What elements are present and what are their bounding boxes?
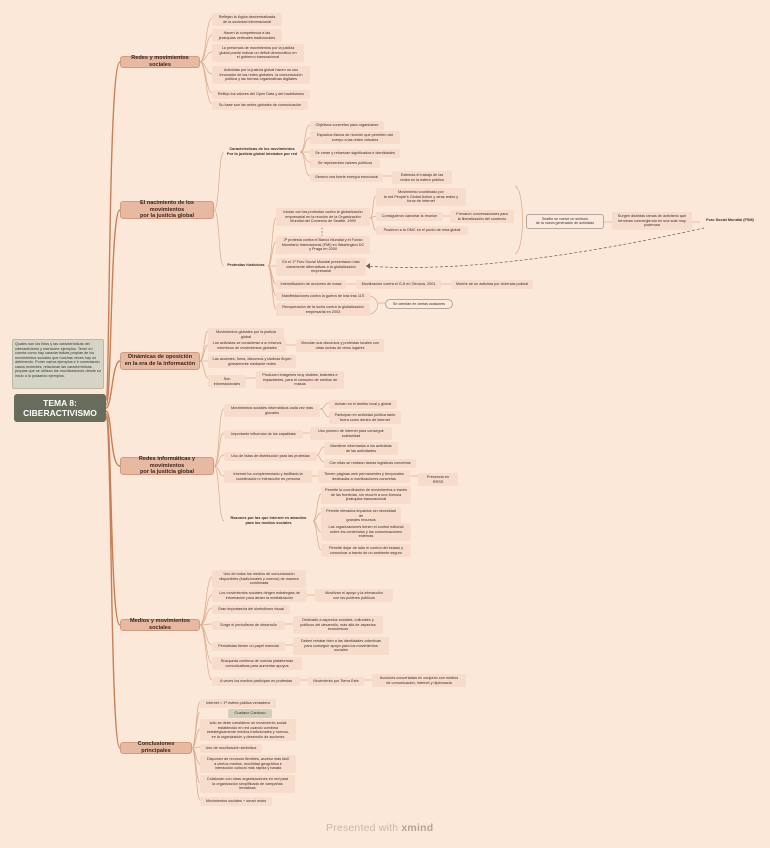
topic-redes-2[interactable]: Hacen la competencia a las jerarquías ve…: [212, 29, 282, 43]
topic-redes-5[interactable]: Reflejo los valores del Open Data y del …: [212, 90, 310, 99]
topic-din-vinculan[interactable]: Vinculan sus discursos y protestas local…: [296, 339, 384, 353]
topic-crisis-note[interactable]: Se orientan en ciertas ocasiones: [385, 299, 453, 310]
branch-dinamicas[interactable]: Dinámicas de oposición en la era de la i…: [120, 352, 200, 370]
topic-con-5[interactable]: Disponen de recursos flexibles, acceso m…: [200, 755, 296, 773]
topic-med-7[interactable]: A veces los medios participan en protest…: [212, 677, 300, 686]
topic-inf-glocal-1[interactable]: Actúan en el ámbito local y global: [329, 400, 397, 409]
topic-con-4[interactable]: Uso de movilización simbólica: [200, 744, 262, 753]
topic-med-3[interactable]: Gran importancia del simbolismo visual: [212, 605, 290, 614]
topic-redes-6[interactable]: Su base son las redes globales de comuni…: [212, 101, 308, 110]
topic-seattle-result[interactable]: Seattle se vuelve un símbolo de la nueva…: [526, 214, 604, 229]
topic-con-7[interactable]: Movimientos sociales + smart mobs: [200, 797, 272, 806]
topic-car-2[interactable]: Espacios físicos de reunión que permiten…: [310, 131, 400, 145]
topic-redes-4[interactable]: Activistas por la justicia global hacen …: [212, 66, 310, 84]
topic-inf-glocales[interactable]: Movimientos sociales informáticos cada v…: [224, 404, 320, 418]
topic-forum[interactable]: Foro Social Mundial (FSM): [706, 218, 754, 222]
topic-con-6[interactable]: Colaboran con otras organizaciones en re…: [200, 775, 295, 793]
topic-frenaron[interactable]: Frenaron conversaciones para la liberali…: [450, 210, 514, 224]
topic-din-4[interactable]: Son informacionales: [208, 375, 246, 389]
topic-inf-webs[interactable]: Tienen páginas web permanentes y tempora…: [318, 470, 410, 484]
watermark-brand: xmind: [401, 822, 434, 834]
topic-din-2[interactable]: Los activistas se consideran a sí mismos…: [208, 339, 286, 353]
topic-inf-listas-1[interactable]: Mantiene informados a los activistas de …: [324, 442, 398, 456]
topic-irak[interactable]: Manifestaciones contra la guerra de Irak…: [276, 292, 370, 301]
topic-genova[interactable]: Movilización contra el G-8 en Génova, 20…: [356, 280, 441, 289]
topic-din-producen[interactable]: Producen imágenes muy visibles, teatrale…: [256, 371, 344, 389]
topic-redes-1[interactable]: Reflejan la lógica descentralizada de la…: [212, 13, 282, 27]
topic-med-2[interactable]: Los movimientos sociales dirigen estrate…: [212, 589, 307, 603]
topic-inf-zapatistas-sub[interactable]: Uso pionero de internet para conseguir s…: [310, 427, 392, 441]
topic-med-6[interactable]: Búsqueda continua de nuevas plataformas …: [212, 657, 302, 671]
topic-din-1[interactable]: Movimientos globales por la justicia glo…: [208, 328, 284, 342]
topic-din-3[interactable]: Las acciones, foros, discursos y táctica…: [208, 355, 296, 369]
topic-con-1[interactable]: Internet = 1ª esfera pública verdadera: [200, 699, 276, 708]
topic-med-movilizan[interactable]: Movilizan el apoyo y la interacción con …: [315, 589, 393, 603]
topic-protestas[interactable]: Protestas históricas: [227, 262, 265, 267]
topic-med-dedicado[interactable]: Dedicado a aspectos sociales, culturales…: [293, 616, 383, 634]
topic-seattle-coord[interactable]: Movimiento coordinado por la red People'…: [376, 188, 466, 206]
topic-inf-razones[interactable]: Razones por las que internet es atractiv…: [230, 515, 307, 525]
topic-caracteristicas[interactable]: Características de los movimientos Por l…: [226, 146, 298, 156]
topic-car-4[interactable]: Se representan valores políticos: [310, 159, 380, 168]
root-topic[interactable]: TEMA 8: CIBERACTIVISMO: [14, 394, 106, 422]
branch-redes-movimientos[interactable]: Redes y movimientos sociales: [120, 55, 200, 68]
topic-med-5[interactable]: Periodistas tienen un papel esencial: [212, 642, 285, 651]
topic-med-acciones[interactable]: Acciones concertadas en conjunto con med…: [372, 674, 466, 688]
topic-banco[interactable]: 2ª protesta contra el Banco Mundial y el…: [276, 236, 370, 254]
watermark-presented: Presented with: [326, 822, 399, 834]
topic-inf-glocal-2[interactable]: Participan en actividad política tanto f…: [329, 411, 401, 425]
topic-inf-razon-3[interactable]: Las organizaciones tienen el control edi…: [321, 523, 411, 541]
topic-car-1[interactable]: Objetivos concretos para organizarse: [310, 121, 384, 130]
topic-seattle-omc[interactable]: Pusieron a la OMC en el punto de mira gl…: [376, 226, 468, 235]
topic-inf-complementado[interactable]: Internet ha complementado y facilitado l…: [224, 470, 312, 484]
topic-inf-razon-1[interactable]: Permite la coordinación de movimientos a…: [321, 486, 411, 504]
topic-car-3[interactable]: Se crean y refuerzan significados e iden…: [310, 149, 400, 158]
topic-med-4[interactable]: Surge el periodismo de desarrollo: [212, 621, 285, 630]
root-note: Quales son los hitos y las característic…: [12, 339, 104, 389]
xmind-watermark: Presented with xmind: [326, 822, 433, 834]
topic-inf-listas-2[interactable]: Con ellas se realizan tareas logísticas …: [324, 459, 416, 468]
topic-seattle-cancel[interactable]: Consiguieron cancelar la reunión: [376, 212, 443, 221]
topic-inf-zapatistas[interactable]: Importante influencia de los zapatistas: [224, 430, 303, 439]
topic-forum-desc[interactable]: Surgen distintas ramas de activismo que …: [612, 212, 692, 230]
topic-fsm-first[interactable]: En el 1º Foro Social Mundial presentaron…: [276, 258, 366, 276]
topic-med-deben[interactable]: Deben retratar bien a las identidades co…: [293, 637, 389, 655]
topic-intensificacion[interactable]: Intensificación de acciones de masa: [276, 280, 346, 289]
topic-seattle[interactable]: Inician con las protestas contra la glob…: [276, 208, 370, 226]
topic-car-5[interactable]: Genera una fuerte energía emocional: [310, 173, 383, 182]
topic-car-energia-sub[interactable]: Estimula el trabajo de las redes en la e…: [392, 171, 452, 185]
topic-muerte[interactable]: Muerte de un activista por violencia pol…: [451, 280, 533, 289]
topic-con-cardoso[interactable]: Gustavo Cardoso: [228, 709, 272, 718]
topic-recuperacion[interactable]: Recuperación de la lucha contra la globa…: [276, 303, 370, 317]
topic-inf-razon-2[interactable]: Permite elevados impactos sin necesidad …: [321, 507, 401, 525]
branch-conclusiones[interactable]: Conclusiones principales: [120, 741, 192, 754]
topic-med-1[interactable]: Uso de todos los medios de comunicación …: [212, 570, 306, 588]
topic-redes-3[interactable]: La presencia de movimientos por la justi…: [212, 44, 304, 62]
branch-medios[interactable]: Medios y movimientos sociales: [120, 618, 200, 631]
topic-con-3[interactable]: sólo se debe considerar un movimiento so…: [200, 719, 296, 742]
topic-inf-rrss[interactable]: Presencia en RRSS: [418, 473, 458, 487]
topic-inf-razon-4[interactable]: Permite dejar de lado el control del est…: [321, 544, 411, 558]
topic-inf-listas[interactable]: Uso de listas de distribución para las p…: [224, 452, 317, 461]
topic-med-tierra[interactable]: Movimiento por Tierra Este: [308, 677, 364, 686]
branch-nacimiento[interactable]: El nacimiento de los movimientos por la …: [120, 200, 214, 219]
branch-redes-informaticas[interactable]: Redes informáticas y movimientos por la …: [120, 456, 214, 475]
